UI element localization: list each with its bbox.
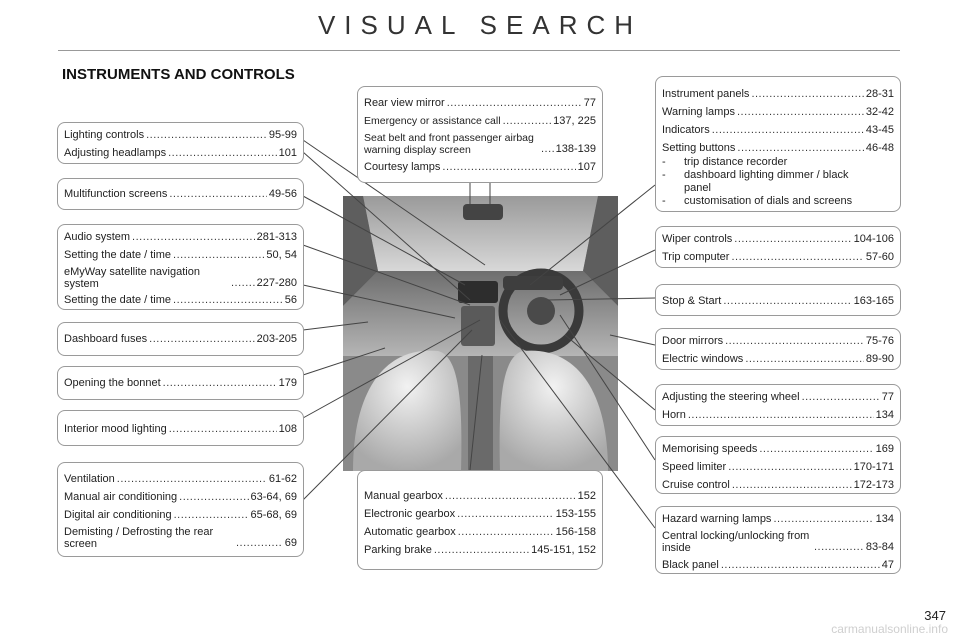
index-entry: Setting the date / time50, 54 bbox=[64, 248, 297, 262]
gearbox-box: Manual gearbox152 Electronic gearbox153-… bbox=[357, 470, 603, 570]
stop-start-box: Stop & Start163-165 bbox=[655, 284, 901, 316]
index-entry: Parking brake145-151, 152 bbox=[364, 543, 596, 557]
index-entry: Emergency or assistance call137, 225 bbox=[364, 114, 596, 128]
index-entry: Multifunction screens49-56 bbox=[64, 187, 297, 201]
index-entry: Courtesy lamps107 bbox=[364, 160, 596, 174]
multifunction-screens-box: Multifunction screens49-56 bbox=[57, 178, 304, 210]
index-entry: Opening the bonnet179 bbox=[64, 376, 297, 390]
dashboard-photo bbox=[343, 196, 618, 471]
index-entry: Memorising speeds169 bbox=[662, 442, 894, 456]
watermark: carmanualsonline.info bbox=[831, 622, 948, 636]
index-entry: Hazard warning lamps134 bbox=[662, 512, 894, 526]
sub-entry: -dashboard lighting dimmer / black panel bbox=[662, 169, 849, 194]
index-entry: Wiper controls104-106 bbox=[662, 232, 894, 246]
memorising-speeds-box: Memorising speeds169 Speed limiter170-17… bbox=[655, 436, 901, 494]
index-entry: Interior mood lighting108 bbox=[64, 422, 297, 436]
index-entry: Stop & Start163-165 bbox=[662, 294, 894, 308]
index-entry: Warning lamps32-42 bbox=[662, 105, 894, 119]
index-entry: Ventilation61-62 bbox=[64, 472, 297, 486]
ventilation-box: Ventilation61-62 Manual air conditioning… bbox=[57, 462, 304, 557]
index-entry: Horn134 bbox=[662, 408, 894, 422]
index-entry: Instrument panels28-31 bbox=[662, 87, 894, 101]
index-entry: Adjusting the steering wheel77 bbox=[662, 390, 894, 404]
sub-entry: -customisation of dials and screens bbox=[662, 195, 853, 207]
index-entry: Trip computer57-60 bbox=[662, 250, 894, 264]
sub-entry: -trip distance recorder bbox=[662, 156, 788, 168]
index-entry: Indicators43-45 bbox=[662, 123, 894, 137]
hazard-warning-box: Hazard warning lamps134 Central locking/… bbox=[655, 506, 901, 574]
index-entry: Dashboard fuses203-205 bbox=[64, 332, 297, 346]
index-entry: Automatic gearbox156-158 bbox=[364, 525, 596, 539]
page-title: VISUAL SEARCH bbox=[317, 10, 643, 40]
index-entry: Black panel47 bbox=[662, 558, 894, 572]
index-entry: Digital air conditioning65-68, 69 bbox=[64, 508, 297, 522]
index-entry: Setting the date / time56 bbox=[64, 293, 297, 307]
index-entry: Rear view mirror77 bbox=[364, 96, 596, 110]
door-mirrors-box: Door mirrors75-76 Electric windows89-90 bbox=[655, 328, 901, 370]
index-entry: Demisting / Defrosting the rear screen69 bbox=[64, 526, 297, 550]
page-number: 347 bbox=[924, 608, 946, 623]
index-entry: Lighting controls95-99 bbox=[64, 128, 297, 142]
audio-system-box: Audio system281-313 Setting the date / t… bbox=[57, 224, 304, 310]
index-entry: eMyWay satellite navigation system227-28… bbox=[64, 266, 297, 290]
index-entry: Speed limiter170-171 bbox=[662, 460, 894, 474]
index-entry: Adjusting headlamps101 bbox=[64, 146, 297, 160]
index-entry: Setting buttons46-48 bbox=[662, 141, 894, 155]
index-entry: Seat belt and front passenger airbag war… bbox=[364, 132, 596, 156]
index-entry: Door mirrors75-76 bbox=[662, 334, 894, 348]
rear-view-mirror-box: Rear view mirror77 Emergency or assistan… bbox=[357, 86, 603, 183]
wiper-controls-box: Wiper controls104-106 Trip computer57-60 bbox=[655, 226, 901, 268]
index-entry: Central locking/unlocking from inside83-… bbox=[662, 530, 894, 554]
index-entry: Electronic gearbox153-155 bbox=[364, 507, 596, 521]
index-entry: Manual air conditioning63-64, 69 bbox=[64, 490, 297, 504]
section-heading: INSTRUMENTS AND CONTROLS bbox=[62, 66, 295, 83]
steering-wheel-box: Adjusting the steering wheel77 Horn134 bbox=[655, 384, 901, 426]
title-divider bbox=[58, 50, 900, 51]
dashboard-fuses-box: Dashboard fuses203-205 bbox=[57, 322, 304, 356]
index-entry: Electric windows89-90 bbox=[662, 352, 894, 366]
opening-bonnet-box: Opening the bonnet179 bbox=[57, 366, 304, 400]
interior-mood-lighting-box: Interior mood lighting108 bbox=[57, 410, 304, 446]
lighting-controls-box: Lighting controls95-99 Adjusting headlam… bbox=[57, 122, 304, 164]
index-entry: Cruise control172-173 bbox=[662, 478, 894, 492]
index-entry: Manual gearbox152 bbox=[364, 489, 596, 503]
instrument-panels-box: Instrument panels28-31 Warning lamps32-4… bbox=[655, 76, 901, 212]
index-entry: Audio system281-313 bbox=[64, 230, 297, 244]
